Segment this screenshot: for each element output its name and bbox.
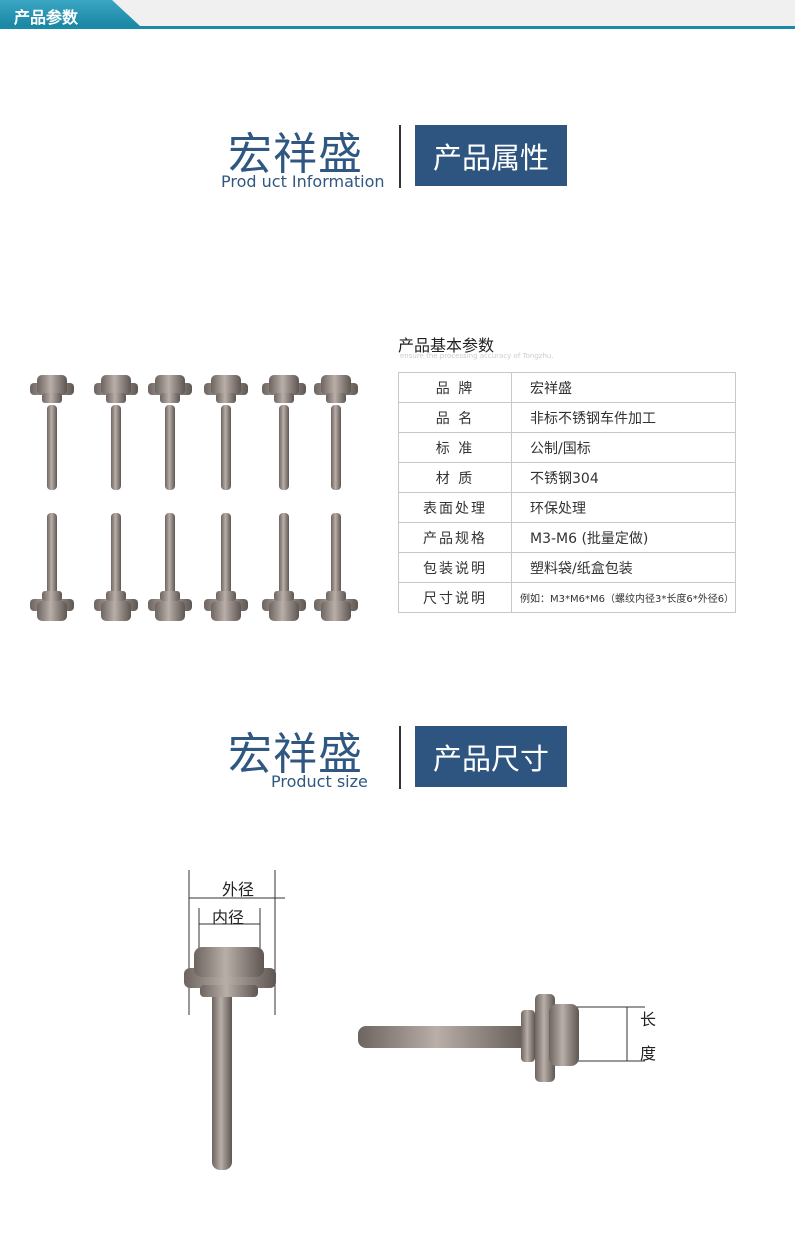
section-label: 产品属性 bbox=[415, 125, 567, 186]
pin-part bbox=[111, 513, 121, 603]
length-label-1: 长 bbox=[640, 1010, 657, 1029]
pin-part bbox=[221, 405, 231, 490]
table-row: 品 牌宏祥盛 bbox=[398, 372, 736, 403]
pin-part bbox=[111, 405, 121, 490]
table-row: 标 准公制/国标 bbox=[398, 432, 736, 463]
section-subtitle: Product size bbox=[271, 772, 368, 791]
pin-part bbox=[326, 393, 346, 403]
param-key: 尺寸说明 bbox=[398, 582, 512, 613]
param-value: 宏祥盛 bbox=[511, 372, 736, 403]
params-title: 产品基本参数 bbox=[398, 336, 495, 355]
param-value: 不锈钢304 bbox=[511, 462, 736, 493]
section-subtitle: Prod uct Information bbox=[221, 172, 385, 191]
table-row: 品 名非标不锈钢车件加工 bbox=[398, 402, 736, 433]
divider bbox=[399, 125, 401, 188]
pin-part bbox=[47, 513, 57, 603]
brand-name: 宏祥盛 bbox=[228, 729, 363, 780]
pin-part bbox=[42, 591, 62, 601]
pin-part bbox=[160, 591, 180, 601]
pin-part bbox=[326, 591, 346, 601]
table-row: 包装说明塑料袋/纸盒包装 bbox=[398, 552, 736, 583]
param-key: 品 名 bbox=[398, 402, 512, 433]
outer-diameter-label: 外径 bbox=[222, 880, 255, 899]
pin-part bbox=[279, 513, 289, 603]
param-value: 非标不锈钢车件加工 bbox=[511, 402, 736, 433]
pin-part bbox=[274, 591, 294, 601]
brand-name: 宏祥盛 bbox=[228, 129, 363, 180]
pin-part bbox=[47, 405, 57, 490]
pin-horizontal-diagram bbox=[358, 994, 645, 1082]
header-tab bbox=[0, 0, 140, 26]
pin-part bbox=[269, 375, 299, 395]
pin-part bbox=[165, 405, 175, 490]
pin-part bbox=[321, 375, 351, 395]
pin-part bbox=[269, 601, 299, 621]
param-value: 塑料袋/纸盒包装 bbox=[511, 552, 736, 583]
param-value: 公制/国标 bbox=[511, 432, 736, 463]
params-subtitle: ensure the processing accuracy of Tongzh… bbox=[400, 352, 554, 360]
pin-part bbox=[101, 375, 131, 395]
pin-part bbox=[101, 601, 131, 621]
pin-part bbox=[279, 405, 289, 490]
pin-part bbox=[106, 393, 126, 403]
inner-diameter-label: 内径 bbox=[212, 908, 245, 927]
param-key: 品 牌 bbox=[398, 372, 512, 403]
param-value: M3-M6 (批量定做) bbox=[511, 522, 736, 553]
param-key: 标 准 bbox=[398, 432, 512, 463]
pin-part bbox=[37, 601, 67, 621]
pin-part bbox=[274, 393, 294, 403]
pin-part bbox=[211, 375, 241, 395]
pin-part bbox=[331, 513, 341, 603]
param-key: 产品规格 bbox=[398, 522, 512, 553]
pin-part bbox=[216, 591, 236, 601]
pin-part bbox=[37, 375, 67, 395]
param-key: 材 质 bbox=[398, 462, 512, 493]
pin-part bbox=[106, 591, 126, 601]
pin-part bbox=[155, 375, 185, 395]
pin-part bbox=[216, 393, 236, 403]
pin-part bbox=[155, 601, 185, 621]
length-label-2: 度 bbox=[640, 1044, 657, 1063]
product-photo bbox=[30, 375, 358, 621]
pin-part bbox=[165, 513, 175, 603]
pin-part bbox=[211, 601, 241, 621]
table-row: 尺寸说明例如：M3*M6*M6（螺纹内径3*长度6*外径6） bbox=[398, 582, 736, 613]
pin-part bbox=[321, 601, 351, 621]
table-row: 材 质不锈钢304 bbox=[398, 462, 736, 493]
section-label: 产品尺寸 bbox=[415, 726, 567, 787]
divider bbox=[399, 726, 401, 789]
param-value: 例如：M3*M6*M6（螺纹内径3*长度6*外径6） bbox=[511, 582, 736, 613]
pin-part bbox=[221, 513, 231, 603]
param-value: 环保处理 bbox=[511, 492, 736, 523]
pin-vertical-diagram bbox=[184, 870, 285, 1170]
pin-part bbox=[331, 405, 341, 490]
header-title: 产品参数 bbox=[14, 8, 79, 27]
param-key: 包装说明 bbox=[398, 552, 512, 583]
table-row: 表面处理环保处理 bbox=[398, 492, 736, 523]
param-key: 表面处理 bbox=[398, 492, 512, 523]
pin-part bbox=[42, 393, 62, 403]
pin-part bbox=[160, 393, 180, 403]
